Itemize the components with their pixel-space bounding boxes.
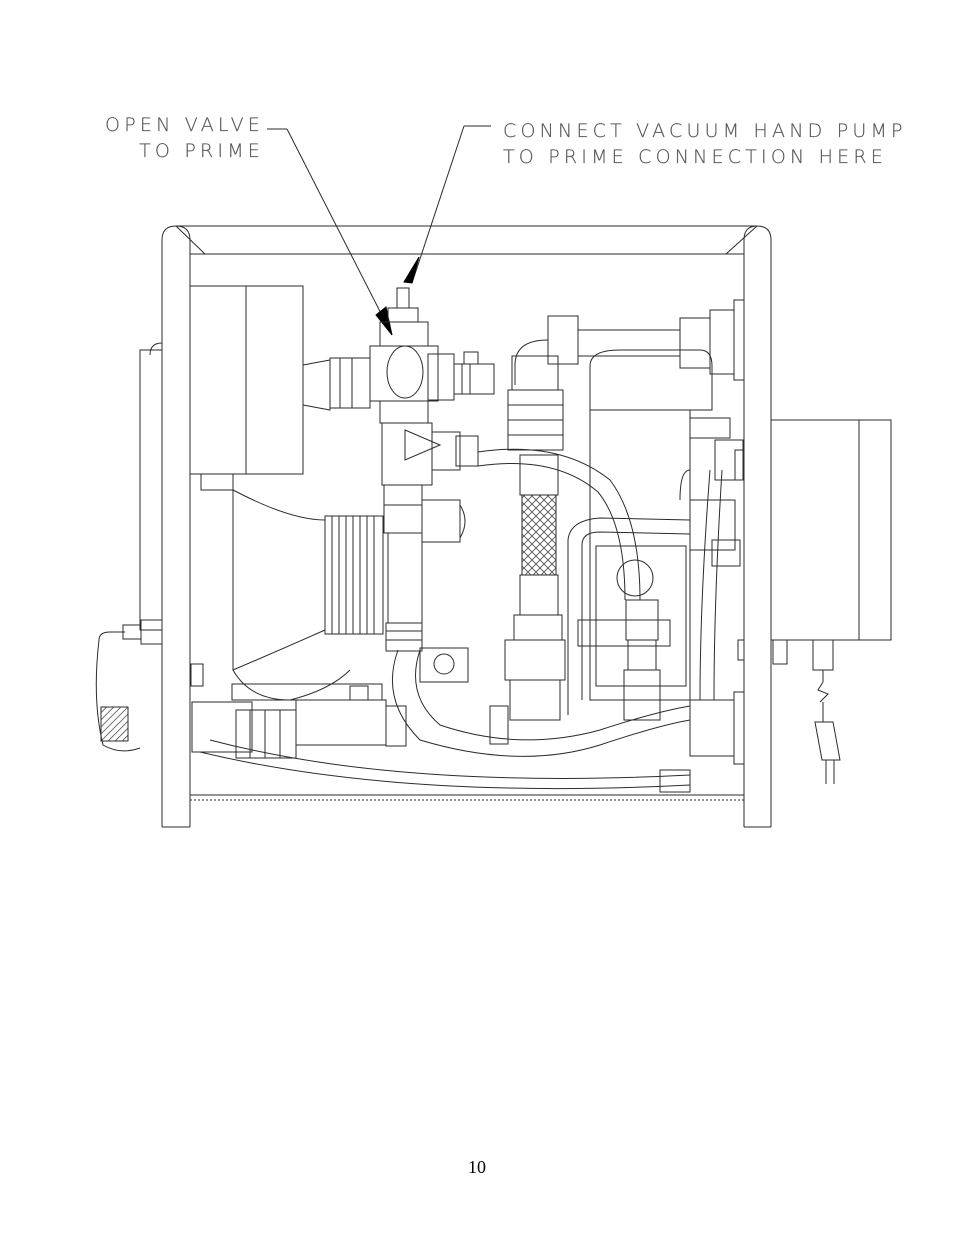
control-box: [770, 419, 892, 784]
open-valve-callout-line2: TO PRIME: [139, 140, 264, 162]
pump-leader: [403, 125, 491, 284]
open-valve-callout-line1: OPEN VALVE: [105, 114, 264, 136]
left-housing: [95, 285, 304, 752]
hoses: [391, 448, 723, 757]
vacuum-pump-callout-line1: CONNECT VACUUM HAND PUMP: [503, 120, 907, 142]
braided-hose: [504, 454, 566, 721]
open-valve-callout: OPEN VALVE TO PRIME: [88, 112, 264, 164]
valve-leader: [267, 128, 393, 336]
page-number: 10: [468, 1157, 486, 1177]
vacuum-pump-callout-line2: TO PRIME CONNECTION HERE: [503, 146, 887, 168]
filter-housing: [507, 299, 745, 701]
vacuum-pump-callout: CONNECT VACUUM HAND PUMP TO PRIME CONNEC…: [503, 118, 907, 170]
bottom-manifold: [191, 647, 691, 793]
pump-cone: [232, 357, 384, 701]
frame: [161, 225, 772, 828]
valve-stack: [369, 287, 495, 652]
right-fittings: [689, 449, 745, 765]
